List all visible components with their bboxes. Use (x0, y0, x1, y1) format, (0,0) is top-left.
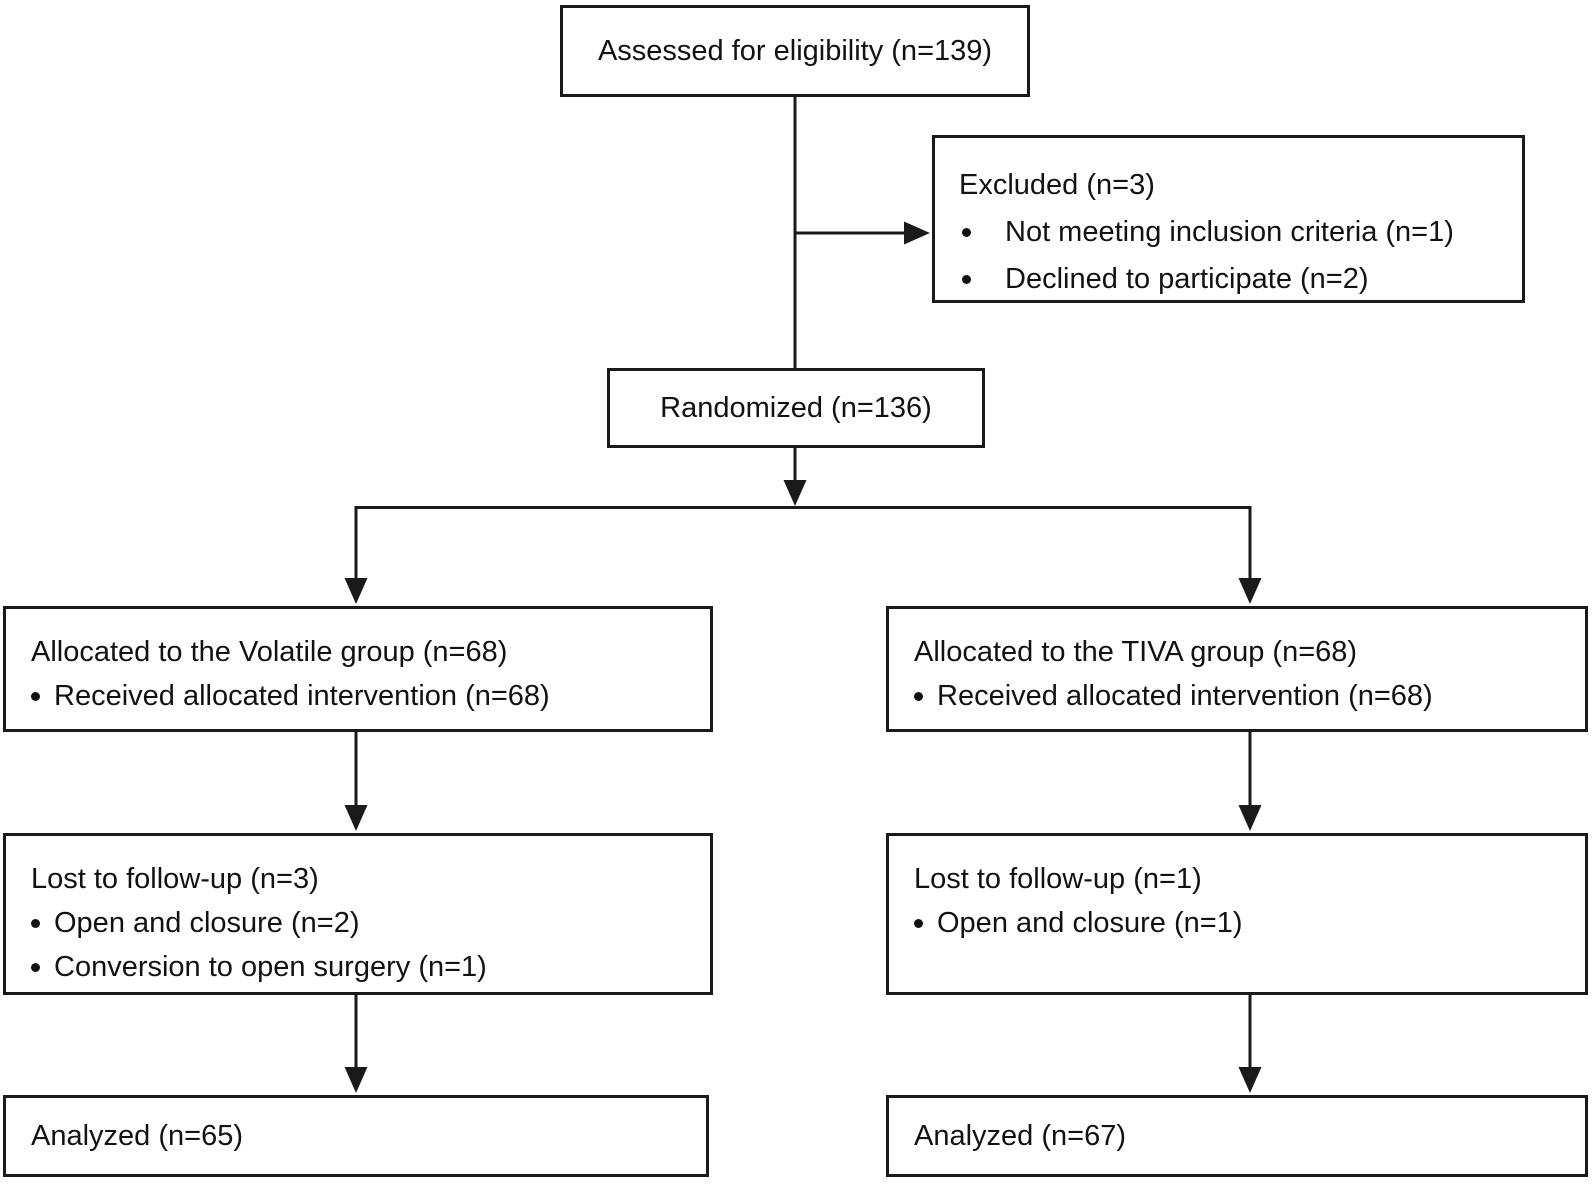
lost-tiva-title: Lost to follow-up (n=1) (914, 863, 1202, 895)
arrow-to-excluded (795, 221, 930, 245)
eligibility-title: Assessed for eligibility (n=139) (597, 35, 993, 67)
arrow-randomized-to-branch (783, 448, 807, 506)
lost-tiva-item-text: Open and closure (n=1) (937, 907, 1243, 939)
excluded-item: Not meeting inclusion criteria (n=1) (959, 209, 1508, 256)
arrow-branch-to-tiva-allocation (1238, 506, 1262, 604)
allocated-tiva-item: Received allocated intervention (n=68) (914, 674, 1573, 718)
lost-volatile-item: Conversion to open surgery (n=1) (31, 945, 698, 989)
excluded-title: Excluded (n=3) (959, 169, 1155, 201)
allocated-volatile-item: Received allocated intervention (n=68) (31, 674, 698, 718)
analyzed-tiva-box: Analyzed (n=67) (886, 1095, 1588, 1177)
allocated-tiva-item-text: Received allocated intervention (n=68) (937, 680, 1433, 712)
analyzed-volatile-title: Analyzed (n=65) (31, 1120, 243, 1152)
eligibility-box: Assessed for eligibility (n=139) (560, 5, 1030, 97)
arrow-tiva-allocation-to-lost (1238, 732, 1262, 831)
lost-tiva-box: Lost to follow-up (n=1) Open and closure… (886, 833, 1588, 995)
lost-volatile-item-text: Open and closure (n=2) (54, 907, 360, 939)
randomized-title: Randomized (n=136) (660, 392, 932, 424)
arrow-volatile-lost-to-analyzed (344, 995, 368, 1093)
excluded-item-text: Not meeting inclusion criteria (n=1) (1005, 216, 1454, 248)
analyzed-volatile-box: Analyzed (n=65) (3, 1095, 709, 1177)
lost-volatile-box: Lost to follow-up (n=3) Open and closure… (3, 833, 713, 995)
lost-volatile-title: Lost to follow-up (n=3) (31, 863, 319, 895)
excluded-item: Declined to participate (n=2) (959, 256, 1508, 303)
bullet-icon (31, 962, 40, 972)
bullet-icon (962, 275, 971, 284)
arrow-tiva-lost-to-analyzed (1238, 995, 1262, 1093)
excluded-box: Excluded (n=3) Not meeting inclusion cri… (932, 135, 1525, 303)
bullet-icon (962, 228, 971, 237)
arrow-branch-to-volatile-allocation (344, 506, 368, 604)
randomized-box: Randomized (n=136) (607, 368, 985, 448)
allocated-volatile-box: Allocated to the Volatile group (n=68) R… (3, 606, 713, 732)
bullet-icon (31, 691, 40, 701)
bullet-icon (914, 918, 923, 928)
bullet-icon (914, 691, 923, 701)
lost-tiva-item: Open and closure (n=1) (914, 901, 1573, 945)
lost-volatile-item-text: Conversion to open surgery (n=1) (54, 951, 487, 983)
allocated-tiva-title: Allocated to the TIVA group (n=68) (914, 636, 1358, 668)
allocated-volatile-item-text: Received allocated intervention (n=68) (54, 680, 550, 712)
bullet-icon (31, 918, 40, 928)
analyzed-tiva-title: Analyzed (n=67) (914, 1120, 1126, 1152)
lost-volatile-item: Open and closure (n=2) (31, 901, 698, 945)
allocated-tiva-box: Allocated to the TIVA group (n=68) Recei… (886, 606, 1588, 732)
arrow-volatile-allocation-to-lost (344, 732, 368, 831)
excluded-item-text: Declined to participate (n=2) (1005, 263, 1369, 295)
allocated-volatile-title: Allocated to the Volatile group (n=68) (31, 636, 508, 668)
